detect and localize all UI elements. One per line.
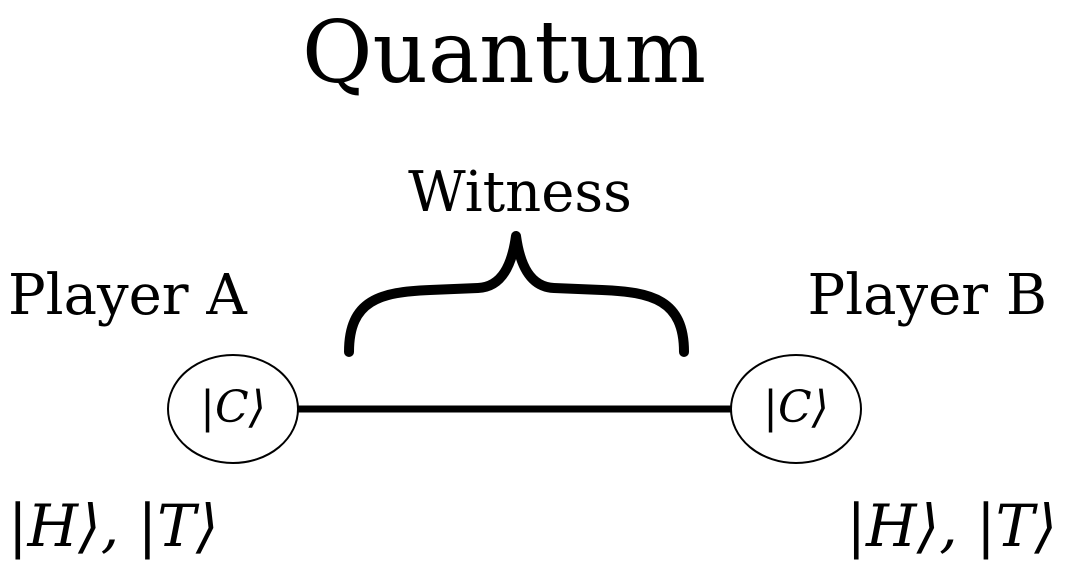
player-a-label: Player A: [8, 263, 247, 328]
player-a-node: [167, 354, 299, 464]
witness-brace: [344, 231, 689, 357]
player-a-node-state: |C⟩: [200, 382, 266, 433]
player-a-states: |H⟩, |T⟩: [8, 492, 219, 560]
diagram-title: Quantum: [301, 3, 707, 103]
player-b-node-state: |C⟩: [763, 382, 829, 433]
player-b-node: [730, 354, 862, 464]
witness-label: Witness: [408, 160, 632, 225]
player-b-label: Player B: [807, 263, 1047, 328]
player-b-states: |H⟩, |T⟩: [846, 492, 1057, 560]
